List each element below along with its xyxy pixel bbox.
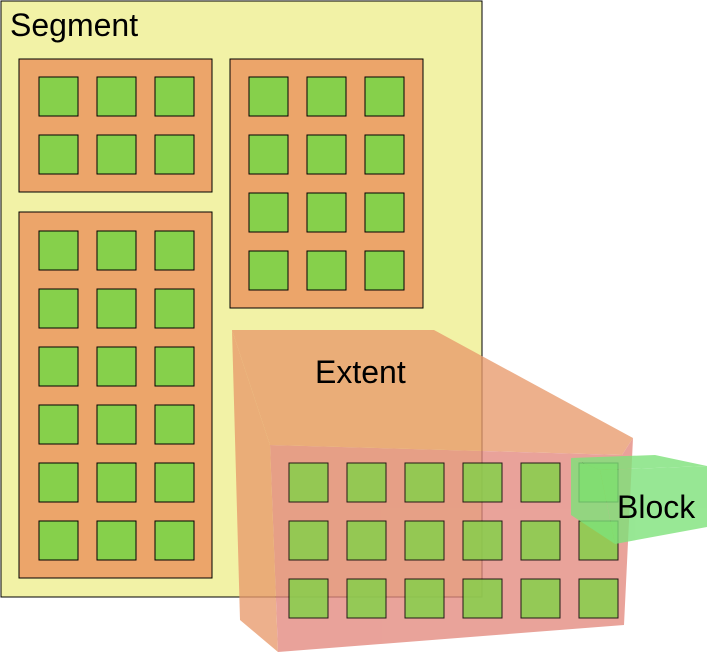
block-callout-top	[571, 455, 707, 470]
extent-bottom-left-block	[154, 230, 195, 271]
extent-bottom-left-block	[96, 462, 137, 503]
extent-bottom-left-block	[96, 520, 137, 561]
extent-top-right-block	[364, 250, 405, 291]
extent-bottom-left-block	[96, 230, 137, 271]
extent-top-right-block	[364, 134, 405, 175]
extent-zoom-blocks	[288, 462, 619, 619]
extent-zoom-block	[404, 520, 445, 561]
extent-top-left-block	[96, 134, 137, 175]
extent-zoom-block	[462, 578, 503, 619]
extent-zoom-block	[288, 520, 329, 561]
extent-bottom-left-block	[96, 404, 137, 445]
extent-top-left-block	[154, 134, 195, 175]
extent-top-right-block	[248, 250, 289, 291]
extent-bottom-left-block	[38, 404, 79, 445]
extent-bottom-left-block	[154, 404, 195, 445]
extent-bottom-left-block	[38, 288, 79, 329]
extent-top-left-block	[96, 76, 137, 117]
block-callout-side	[571, 458, 615, 544]
extent-top-left-block	[154, 76, 195, 117]
extent-zoom-top-face	[232, 330, 633, 455]
extent-zoom-block	[520, 520, 561, 561]
extent-top-right-block	[306, 134, 347, 175]
extent-zoom-block	[346, 462, 387, 503]
extent-bottom-left-block	[38, 520, 79, 561]
extent-bottom-left-blocks	[38, 230, 195, 561]
extent-zoom-block	[520, 462, 561, 503]
block-callout-front	[600, 466, 707, 544]
extent-zoom-block	[404, 578, 445, 619]
extent-bottom-left-block	[38, 230, 79, 271]
extent-top-right-block	[248, 192, 289, 233]
extent-zoom-block	[404, 462, 445, 503]
extent-top-right-block	[306, 192, 347, 233]
extent-bottom-left-block	[154, 520, 195, 561]
extent-zoom-side-face	[232, 330, 278, 652]
extent-bottom-left-block	[38, 346, 79, 387]
extent-top-right-block	[306, 250, 347, 291]
extent-top-right-block	[364, 76, 405, 117]
extent-bottom-left-block	[96, 288, 137, 329]
extent-bottom-left-block	[154, 462, 195, 503]
block-label: Block	[617, 489, 696, 525]
extent-top-right-block	[306, 76, 347, 117]
extent-bottom-left-block	[38, 462, 79, 503]
extent-zoom-block	[462, 520, 503, 561]
extent-top-right-blocks	[248, 76, 405, 291]
extent-top-left-block	[38, 76, 79, 117]
extent-top-right-block	[248, 76, 289, 117]
extent-top-left-blocks	[38, 76, 195, 175]
extent-top-right-block	[364, 192, 405, 233]
extent-bottom-left-block	[154, 288, 195, 329]
extent-label: Extent	[315, 354, 406, 390]
extent-zoom-block	[288, 462, 329, 503]
extent-top-left-block	[38, 134, 79, 175]
segment-label: Segment	[10, 7, 138, 43]
block-callout	[571, 455, 707, 544]
extent-zoom-block	[288, 578, 329, 619]
extent-zoom-block	[520, 578, 561, 619]
extent-zoom-block	[578, 578, 619, 619]
extent-bottom-left-block	[154, 346, 195, 387]
extent-bottom-left-block	[96, 346, 137, 387]
extent-zoom-block	[346, 520, 387, 561]
extent-top-right-block	[248, 134, 289, 175]
extent-zoom-block	[346, 578, 387, 619]
extent-bottom-left	[18, 211, 213, 579]
extent-zoom-block	[462, 462, 503, 503]
